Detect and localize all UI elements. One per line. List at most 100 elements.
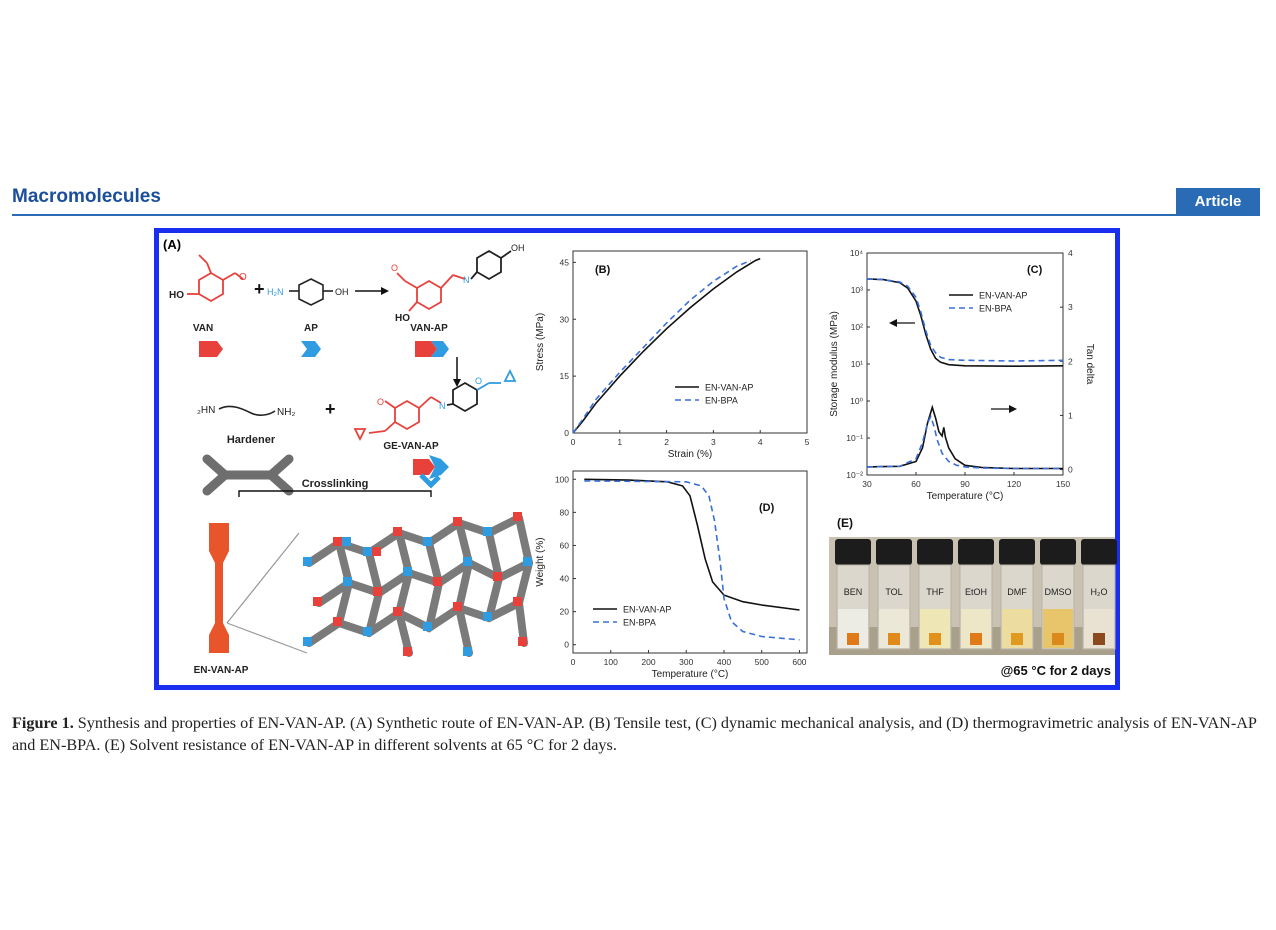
panel-tag: (B) bbox=[595, 264, 611, 276]
series-line-en-van-ap bbox=[584, 478, 800, 611]
vial-cap bbox=[835, 539, 871, 565]
y-tick-label: 100 bbox=[555, 474, 569, 484]
vial-sample bbox=[929, 633, 941, 645]
vial-sample bbox=[1093, 633, 1105, 645]
x-tick-label: 60 bbox=[911, 479, 921, 489]
dogbone-specimen bbox=[209, 523, 229, 653]
svg-text:+: + bbox=[254, 279, 265, 299]
vial-label: THF bbox=[926, 587, 944, 597]
figure-frame: (A) O HO VAN + H₂N OH AP bbox=[154, 228, 1120, 690]
panel-e-tag: (E) bbox=[837, 516, 853, 530]
figure-label: Figure 1. bbox=[12, 714, 74, 732]
vial-cap bbox=[917, 539, 953, 565]
y2-tick-label: 4 bbox=[1068, 248, 1073, 258]
vial-label: BEN bbox=[844, 587, 863, 597]
vial-cap bbox=[999, 539, 1035, 565]
modulus-line-en-bpa bbox=[866, 278, 1064, 362]
x-tick-label: 90 bbox=[960, 479, 970, 489]
down-arrow-icon bbox=[453, 379, 461, 387]
van-ap-methoxy-o: O bbox=[391, 263, 398, 273]
vial-label: DMF bbox=[1007, 587, 1027, 597]
ge-van-ap-label: GE-VAN-AP bbox=[383, 441, 439, 452]
x-tick-label: 200 bbox=[641, 657, 655, 667]
vial-cap bbox=[876, 539, 912, 565]
y-tick-label: 10¹ bbox=[851, 359, 863, 369]
panel-tag: (D) bbox=[759, 502, 775, 514]
plot-frame bbox=[572, 470, 808, 654]
ge-van-ap-molecule bbox=[353, 368, 517, 442]
x-tick-label: 120 bbox=[1007, 479, 1021, 489]
svg-text:+: + bbox=[325, 399, 336, 419]
ge-imine-n: N bbox=[439, 401, 446, 411]
vial-sample bbox=[847, 633, 859, 645]
vial-cap bbox=[1081, 539, 1117, 565]
hardener-nh2: NH₂ bbox=[277, 407, 295, 418]
crosslinking-label: Crosslinking bbox=[302, 478, 369, 490]
vial-cap bbox=[1040, 539, 1076, 565]
x-axis-label: Strain (%) bbox=[668, 449, 712, 460]
y-tick-label: 20 bbox=[560, 607, 570, 617]
x-tick-label: 5 bbox=[805, 437, 810, 447]
x-tick-label: 600 bbox=[792, 657, 806, 667]
x-tick-label: 0 bbox=[571, 657, 576, 667]
ge-methoxy-o: O bbox=[377, 397, 384, 407]
y-tick-label: 45 bbox=[560, 257, 570, 267]
legend-label: EN-VAN-AP bbox=[979, 291, 1027, 301]
legend-label: EN-VAN-AP bbox=[623, 605, 671, 615]
header-rule bbox=[12, 214, 1260, 216]
vial-sample bbox=[1052, 633, 1064, 645]
x-tick-label: 300 bbox=[679, 657, 693, 667]
legend-label: EN-BPA bbox=[623, 618, 656, 628]
hardener-label: Hardener bbox=[227, 434, 276, 446]
vial-sample bbox=[888, 633, 900, 645]
y-axis-label: Weight (%) bbox=[535, 537, 546, 586]
series-line-en-bpa bbox=[584, 480, 800, 641]
series-line-en-van-ap bbox=[572, 257, 761, 434]
x-tick-label: 400 bbox=[717, 657, 731, 667]
ap-molecule bbox=[289, 278, 333, 306]
ap-label: AP bbox=[304, 323, 318, 334]
van-label: VAN bbox=[193, 323, 213, 334]
van-ho: HO bbox=[169, 290, 184, 301]
vial-cap bbox=[958, 539, 994, 565]
legend-label: EN-BPA bbox=[979, 304, 1012, 314]
y2-tick-label: 1 bbox=[1068, 410, 1073, 420]
legend-label: EN-VAN-AP bbox=[705, 383, 753, 393]
vial-label: EtOH bbox=[965, 587, 987, 597]
plot-frame bbox=[572, 250, 808, 434]
crosslinking-bracket bbox=[238, 490, 432, 497]
ap-oh: OH bbox=[335, 287, 349, 297]
panel-tag: (C) bbox=[1027, 264, 1043, 276]
x-tick-label: 3 bbox=[711, 437, 716, 447]
y-tick-label: 60 bbox=[560, 540, 570, 550]
specimen-label: EN-VAN-AP bbox=[194, 665, 249, 676]
y-tick-label: 15 bbox=[560, 371, 570, 381]
x-tick-label: 4 bbox=[758, 437, 763, 447]
van-ap-imine-n: N bbox=[463, 275, 470, 285]
y-tick-label: 10⁻¹ bbox=[846, 433, 863, 443]
vials-condition: @65 °C for 2 days bbox=[1001, 663, 1111, 678]
van-molecule bbox=[187, 254, 244, 303]
x-tick-label: 100 bbox=[604, 657, 618, 667]
article-type-badge: Article bbox=[1176, 188, 1260, 214]
y-tick-label: 10³ bbox=[851, 285, 863, 295]
van-ap-block-blue bbox=[431, 341, 449, 357]
y-tick-label: 30 bbox=[560, 314, 570, 324]
y-tick-label: 0 bbox=[564, 640, 569, 650]
x-tick-label: 1 bbox=[617, 437, 622, 447]
y2-tick-label: 2 bbox=[1068, 356, 1073, 366]
van-block-icon bbox=[199, 341, 223, 357]
series-line-en-bpa bbox=[572, 259, 752, 434]
legend-label: EN-BPA bbox=[705, 396, 738, 406]
y2-axis-label: Tan delta bbox=[1084, 344, 1095, 385]
x-tick-label: 0 bbox=[571, 437, 576, 447]
y-axis-label: Stress (MPa) bbox=[535, 313, 546, 371]
vial-label: TOL bbox=[885, 587, 902, 597]
x-tick-label: 150 bbox=[1056, 479, 1070, 489]
crosslink-network bbox=[303, 512, 534, 657]
y2-tick-label: 3 bbox=[1068, 302, 1073, 312]
van-ap-oh: OH bbox=[511, 243, 525, 253]
ap-block-icon bbox=[301, 341, 321, 357]
